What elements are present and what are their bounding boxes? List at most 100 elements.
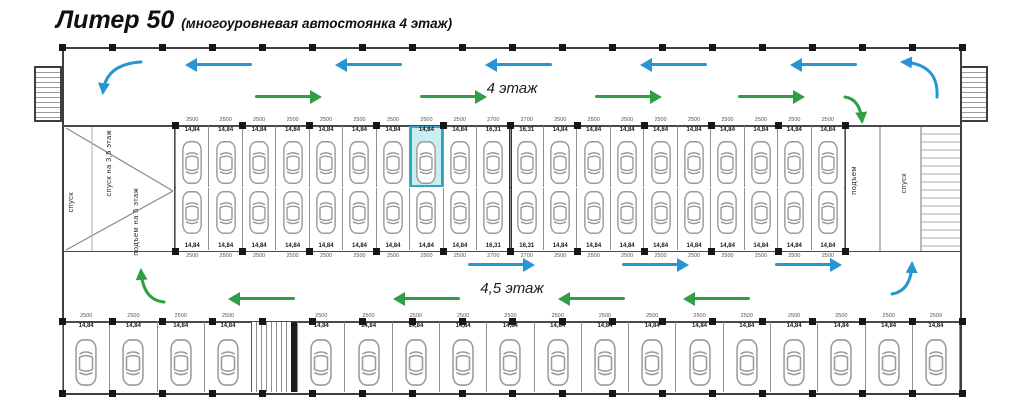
traffic-arrow-left <box>558 291 625 306</box>
stall-area-label: 14,84 <box>619 127 635 133</box>
stall-area-label: 14,84 <box>184 127 200 133</box>
stall-area-label: 14,84 <box>285 127 301 133</box>
stall-area-label: 16,31 <box>485 127 501 133</box>
stall-dimension-label: 2700 <box>520 117 533 123</box>
stall-dimension-label: 2500 <box>654 117 667 123</box>
column <box>59 318 66 325</box>
column <box>59 44 66 51</box>
column <box>239 122 246 129</box>
column <box>609 318 616 325</box>
stall-dimension-label: 2500 <box>754 253 768 259</box>
stall-area-label: 14,84 <box>719 243 735 249</box>
column <box>809 318 816 325</box>
column <box>359 44 366 51</box>
car-icon <box>516 191 537 234</box>
stall-area-label: 14,84 <box>719 127 735 133</box>
column <box>709 44 716 51</box>
column <box>559 390 566 397</box>
car-icon <box>617 141 637 184</box>
stall-area-label: 14,84 <box>820 127 836 133</box>
car-icon <box>650 141 671 184</box>
column <box>109 390 116 397</box>
car-icon <box>416 141 437 184</box>
ramp-label-right-descend: спуск <box>899 173 908 194</box>
car-icon <box>877 339 900 386</box>
stall-dimension-label: 2500 <box>788 117 801 123</box>
stall-area-label: 14,84 <box>644 323 660 329</box>
column <box>609 44 616 51</box>
stall-dimension-label: 2500 <box>219 253 232 259</box>
stall-area-label: 14,84 <box>597 323 613 329</box>
stall-dimension-label: 2500 <box>80 313 93 319</box>
column <box>509 44 516 51</box>
column <box>172 122 179 129</box>
car-icon <box>169 339 192 386</box>
column <box>559 318 566 325</box>
stall-area-label: 14,84 <box>318 127 334 133</box>
column <box>775 248 782 255</box>
column <box>309 390 316 397</box>
column <box>709 318 716 325</box>
stall-dimension-label: 2500 <box>821 253 834 259</box>
